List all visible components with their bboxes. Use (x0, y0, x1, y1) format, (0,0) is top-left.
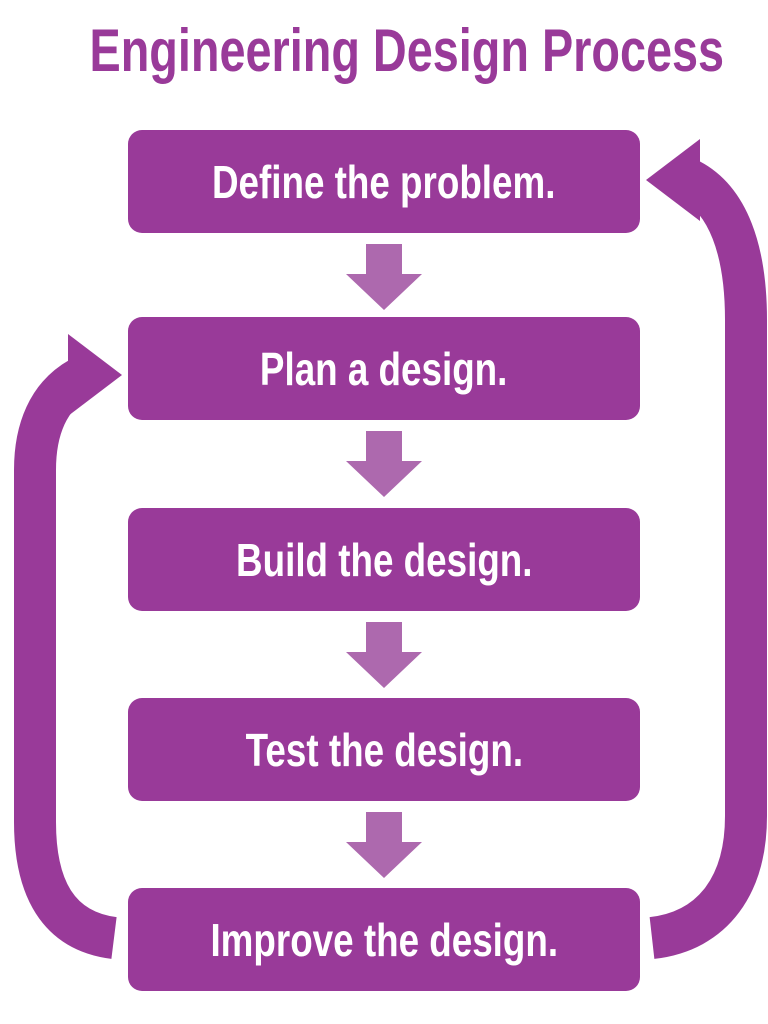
step-label: Test the design. (245, 723, 523, 776)
down-arrow-icon (346, 244, 422, 310)
step-label: Improve the design. (210, 913, 558, 966)
feedback-arrow-right-icon (646, 139, 767, 959)
step-label: Define the problem. (212, 155, 556, 208)
step-box-define-problem: Define the problem. (128, 130, 640, 233)
step-label: Build the design. (235, 533, 533, 586)
step-box-plan-design: Plan a design. (128, 317, 640, 420)
step-box-improve-design: Improve the design. (128, 888, 640, 991)
step-box-test-design: Test the design. (128, 698, 640, 801)
down-arrow-icon (346, 622, 422, 688)
diagram-title-text: Engineering Design Process (89, 17, 725, 84)
down-arrow-icon (346, 431, 422, 497)
step-box-build-design: Build the design. (128, 508, 640, 611)
down-arrow-icon (346, 812, 422, 878)
diagram-title: Engineering Design Process (0, 14, 768, 88)
step-label: Plan a design. (260, 342, 508, 395)
feedback-arrow-left-icon (14, 334, 122, 959)
